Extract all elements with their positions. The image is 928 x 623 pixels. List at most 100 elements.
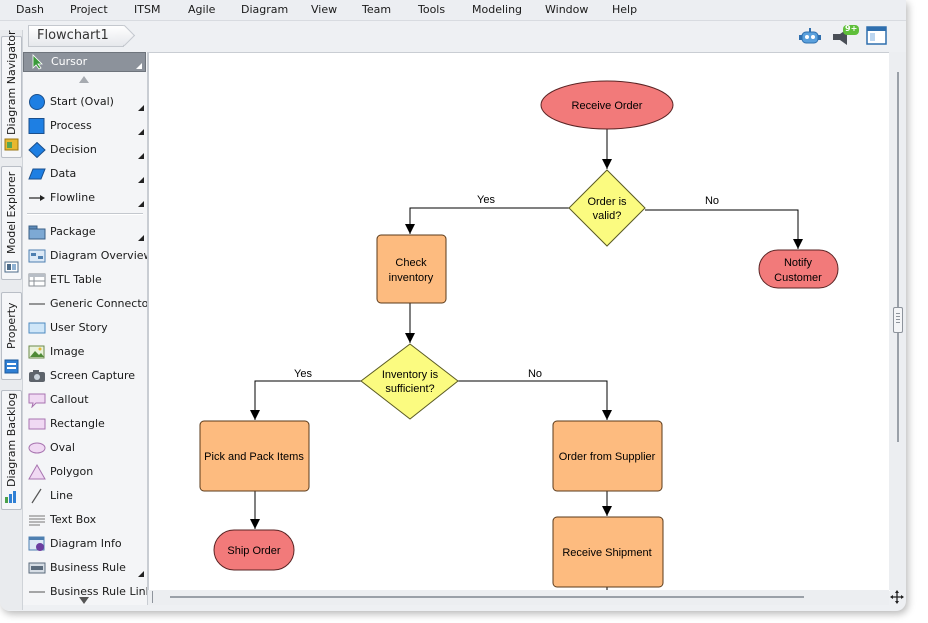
palette-item-process[interactable]: Process [23, 115, 147, 137]
side-tab-strip: Diagram Navigator Model Explorer Propert… [0, 30, 23, 610]
palette-item-oval[interactable]: Oval [23, 437, 147, 459]
robot-assistant-icon[interactable] [798, 25, 822, 47]
palette-item-label: Generic Connector [50, 297, 148, 310]
data-icon [28, 166, 46, 182]
tab-model-explorer[interactable]: Model Explorer [1, 166, 22, 280]
palette-scroll-up[interactable] [79, 76, 89, 83]
tab-diagram-navigator[interactable]: Diagram Navigator [1, 30, 22, 158]
palette-item-label: Business Rule [50, 561, 126, 574]
palette-item-text-box[interactable]: Text Box [23, 509, 147, 531]
palette-cursor[interactable]: Cursor [23, 52, 146, 72]
node-order-valid-label-1: Order is [587, 196, 627, 208]
flowline[interactable] [645, 209, 803, 249]
palette-item-generic-connector[interactable]: Generic Connector [23, 293, 147, 315]
palette-item-callout[interactable]: Callout [23, 389, 147, 411]
node-order-valid-label-2: valid? [593, 210, 622, 222]
horizontal-scrollbar[interactable] [148, 590, 889, 605]
flowline[interactable] [458, 380, 612, 420]
tab-property[interactable]: Property [1, 292, 22, 380]
callout-icon [28, 392, 46, 409]
palette-item-label: ETL Table [50, 273, 102, 286]
vertical-scroll-thumb[interactable] [893, 307, 903, 333]
flowline[interactable] [405, 207, 569, 234]
palette-item-user-story[interactable]: User Story [23, 317, 147, 339]
edge-label-no: No [528, 368, 542, 380]
node-order-valid[interactable]: Order is valid? [568, 169, 646, 247]
model-explorer-icon [4, 259, 19, 274]
palette-item-etl-table[interactable]: ETL Table [23, 269, 147, 291]
palette-item-data[interactable]: Data [23, 163, 147, 185]
menu-diagram[interactable]: Diagram [241, 3, 289, 16]
palette-separator [27, 213, 143, 215]
node-check-inventory[interactable]: Check inventory [376, 234, 447, 304]
node-inventory-sufficient[interactable]: Inventory is sufficient? [360, 343, 459, 420]
palette-item-screen-capture[interactable]: Screen Capture [23, 365, 147, 387]
node-notify-customer-label-2: Customer [774, 272, 822, 284]
vertical-scrollbar[interactable] [889, 52, 906, 590]
tab-diagram-backlog[interactable]: Diagram Backlog [1, 390, 22, 510]
node-receive-order[interactable]: Receive Order [540, 80, 674, 130]
pan-handle-icon[interactable] [890, 590, 904, 604]
diagram-palette: Cursor Start (Oval) Process Decision Dat… [23, 52, 148, 605]
generic-connector-icon [28, 296, 46, 312]
palette-item-label: Rectangle [50, 417, 105, 430]
palette-item-label: Process [50, 119, 92, 132]
palette-item-label: Start (Oval) [50, 95, 114, 108]
menu-tools[interactable]: Tools [418, 3, 446, 16]
polygon-icon [28, 463, 46, 480]
palette-scroll-down[interactable] [79, 597, 89, 604]
palette-item-rectangle[interactable]: Rectangle [23, 413, 147, 435]
menu-modeling[interactable]: Modeling [472, 3, 523, 16]
notifications-icon[interactable]: 9+ [830, 24, 860, 47]
menu-dash[interactable]: Dash [16, 3, 44, 16]
palette-item-business-rule[interactable]: Business Rule [23, 557, 147, 579]
palette-item-decision[interactable]: Decision [23, 139, 147, 161]
diagram-toolbar: Flowchart1 9+ [24, 21, 906, 51]
camera-icon [28, 368, 46, 384]
diagram-canvas[interactable]: Yes No Yes No Receive Order Order is val… [148, 52, 890, 591]
menu-team[interactable]: Team [362, 3, 392, 16]
palette-item-label: Business Rule Link [50, 585, 148, 598]
edge-label-no: No [705, 195, 719, 207]
horizontal-scroll-left-edge [152, 591, 153, 603]
palette-item-image[interactable]: Image [23, 341, 147, 363]
flowchart-svg: Yes No Yes No Receive Order Order is val… [199, 80, 839, 591]
palette-item-line[interactable]: Line [23, 485, 147, 507]
tab-diagram-backlog-label: Diagram Backlog [5, 392, 18, 487]
menu-project[interactable]: Project [70, 3, 108, 16]
flowlines [250, 129, 803, 591]
node-check-inventory-label-1: Check [395, 257, 427, 269]
node-ship-order[interactable]: Ship Order [213, 529, 295, 571]
breadcrumb[interactable]: Flowchart1 [28, 25, 124, 47]
palette-item-business-rule-link[interactable]: Business Rule Link [23, 581, 147, 603]
diagram-info-icon [28, 536, 46, 552]
navigator-icon [4, 137, 19, 152]
palette-item-label: Oval [50, 441, 75, 454]
node-order-supplier[interactable]: Order from Supplier [552, 420, 663, 492]
palette-item-label: Flowline [50, 191, 95, 204]
palette-item-package[interactable]: Package [23, 221, 147, 243]
menu-bar: Dash Project ITSM Agile Diagram View Tea… [0, 0, 906, 21]
palette-item-polygon[interactable]: Polygon [23, 461, 147, 483]
menu-agile[interactable]: Agile [188, 3, 216, 16]
layout-panel-icon[interactable] [865, 25, 889, 47]
palette-item-start-oval[interactable]: Start (Oval) [23, 91, 147, 113]
node-notify-customer[interactable]: Notify Customer [758, 249, 839, 289]
menu-help[interactable]: Help [612, 3, 638, 16]
node-pick-pack[interactable]: Pick and Pack Items [199, 420, 310, 492]
palette-item-flowline[interactable]: Flowline [23, 187, 147, 209]
notification-badge: 9+ [845, 24, 858, 33]
business-rule-link-icon [28, 584, 46, 600]
node-receive-shipment[interactable]: Receive Shipment [552, 516, 664, 588]
node-notify-customer-label-1: Notify [784, 257, 813, 269]
decision-icon [28, 141, 46, 159]
palette-item-label: Line [50, 489, 73, 502]
palette-item-diagram-info[interactable]: Diagram Info [23, 533, 147, 555]
menu-window[interactable]: Window [545, 3, 589, 16]
breadcrumb-label: Flowchart1 [37, 28, 109, 43]
menu-itsm[interactable]: ITSM [134, 3, 161, 16]
menu-view[interactable]: View [311, 3, 338, 16]
flowline[interactable] [250, 380, 361, 420]
user-story-icon [28, 320, 46, 336]
palette-item-diagram-overview[interactable]: Diagram Overview [23, 245, 147, 267]
